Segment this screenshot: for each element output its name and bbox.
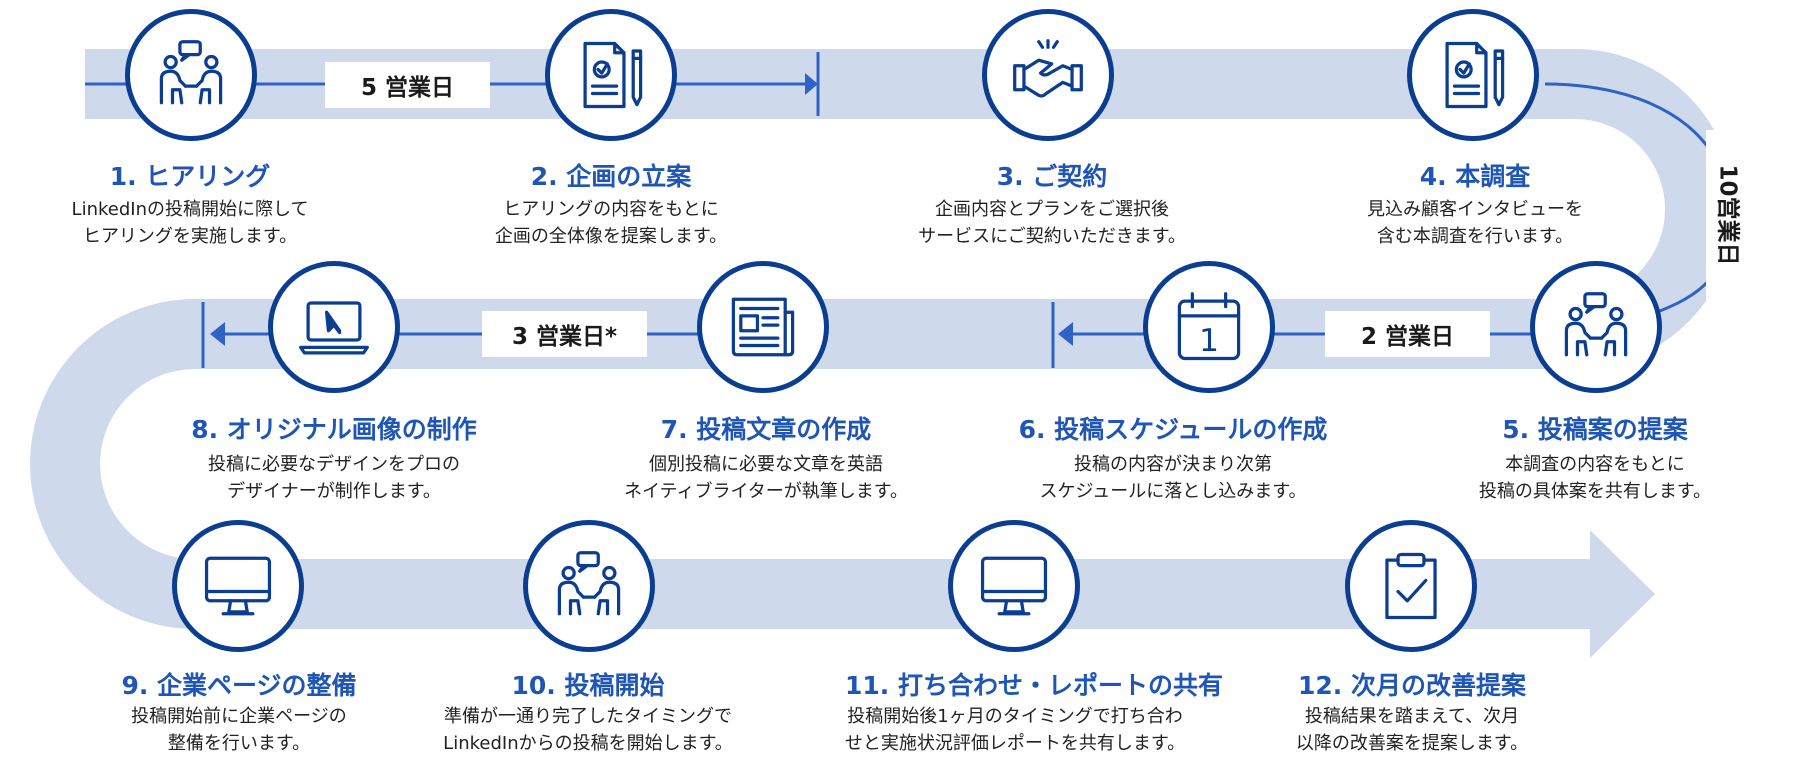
connector-arrowhead-row2b: [210, 322, 225, 346]
handshake-icon: [1013, 39, 1083, 98]
step-4-desc-line1: 見込み顧客インタビューを: [1367, 199, 1583, 220]
step-10-desc: 準備が一通り完了したタイミングで LinkedInからの投稿を開始します。: [398, 703, 778, 757]
step-12-circle: [1345, 520, 1477, 652]
calendar-digit: 1: [1199, 323, 1219, 359]
step-1-desc-line2: ヒアリングを実施します。: [82, 226, 298, 247]
step-5-desc-line1: 本調査の内容をもとに: [1505, 454, 1685, 475]
calendar-icon: 1: [1177, 292, 1241, 361]
step-9-desc: 投稿開始前に企業ページの 整備を行います。: [49, 703, 429, 757]
step-11-desc-line2: せと実施状況評価レポートを共有します。: [844, 733, 1186, 754]
step-4-circle: [1407, 9, 1539, 141]
step-11-desc-line1: 投稿開始後1ヶ月のタイミングで打ち合わ: [847, 706, 1183, 727]
duration-label-1: 5 営業日: [325, 62, 490, 108]
step-3-title: 3. ご契約: [996, 162, 1108, 191]
step-8-title: 8. オリジナル画像の制作: [191, 415, 477, 444]
step-3-circle: [982, 9, 1114, 141]
monitor-icon: [204, 556, 272, 616]
connector-arrowhead-row1: [805, 73, 818, 95]
duration-label-2: 10営業日: [1706, 130, 1754, 300]
newspaper-icon: [731, 297, 795, 357]
step-12-desc: 投稿結果を踏まえて、次月 以降の改善案を提案します。: [1222, 703, 1602, 757]
step-7-title: 7. 投稿文章の作成: [660, 415, 872, 444]
connector-arrowhead-row2a: [1058, 322, 1073, 346]
step-1-circle: [125, 9, 257, 141]
step-4-desc: 見込み顧客インタビューを 含む本調査を行います。: [1285, 196, 1665, 250]
document-pen-icon: [583, 41, 643, 109]
step-6-desc: 投稿の内容が決まり次第 スケジュールに落とし込みます。: [983, 451, 1363, 505]
step-4-title: 4. 本調査: [1419, 162, 1531, 191]
step-9-circle: [172, 520, 304, 652]
step-12-desc-line1: 投稿結果を踏まえて、次月: [1304, 706, 1520, 727]
step-9-desc-line1: 投稿開始前に企業ページの: [131, 706, 347, 727]
step-4-desc-line2: 含む本調査を行います。: [1376, 226, 1574, 247]
step-7-desc-line1: 個別投稿に必要な文章を英語: [649, 454, 883, 475]
step-11-circle: [948, 520, 1080, 652]
meeting-icon: [1564, 292, 1628, 357]
clipboard-check-icon: [1385, 552, 1437, 620]
step-8-desc: 投稿に必要なデザインをプロの デザイナーが制作します。: [144, 451, 524, 505]
step-5-title: 5. 投稿案の提案: [1502, 415, 1688, 444]
laptop-icon: [299, 301, 369, 355]
step-7-desc: 個別投稿に必要な文章を英語 ネイティブライターが執筆します。: [576, 451, 956, 505]
step-3-desc-line1: 企画内容とプランをご選択後: [935, 199, 1169, 220]
duration-label-2-text: 10営業日: [1714, 164, 1741, 266]
step-3-desc-line2: サービスにご契約いただきます。: [918, 226, 1186, 247]
step-5-desc-line2: 投稿の具体案を共有します。: [1478, 481, 1712, 502]
step-11-title: 11. 打ち合わせ・レポートの共有: [845, 671, 1223, 700]
step-10-circle: [523, 520, 655, 652]
step-1-title: 1. ヒアリング: [109, 162, 271, 191]
step-8-circle: [268, 261, 400, 393]
step-6-desc-line2: スケジュールに落とし込みます。: [1039, 481, 1307, 502]
step-12-title: 12. 次月の改善提案: [1298, 671, 1526, 700]
meeting-icon: [159, 40, 223, 105]
step-7-desc-line2: ネイティブライターが執筆します。: [623, 481, 909, 502]
step-10-desc-line2: LinkedInからの投稿を開始します。: [443, 733, 733, 754]
document-pen-icon: [1445, 41, 1505, 109]
step-7-circle: [697, 261, 829, 393]
step-6-title: 6. 投稿スケジュールの作成: [1018, 415, 1328, 444]
step-2-desc: ヒアリングの内容をもとに 企画の全体像を提案します。: [421, 196, 801, 250]
duration-label-4: 3 営業日*: [482, 311, 647, 357]
step-9-desc-line2: 整備を行います。: [167, 733, 311, 754]
step-1-desc: LinkedInの投稿開始に際して ヒアリングを実施します。: [0, 196, 380, 250]
step-10-desc-line1: 準備が一通り完了したタイミングで: [444, 706, 732, 727]
step-8-desc-line2: デザイナーが制作します。: [227, 481, 441, 502]
flow-band-path: [30, 48, 1735, 629]
step-2-title: 2. 企画の立案: [530, 162, 692, 191]
step-2-desc-line1: ヒアリングの内容をもとに: [503, 199, 719, 220]
step-9-title: 9. 企業ページの整備: [121, 671, 357, 700]
step-1-desc-line1: LinkedInの投稿開始に際して: [71, 199, 309, 220]
step-2-desc-line2: 企画の全体像を提案します。: [494, 226, 728, 247]
step-8-desc-line1: 投稿に必要なデザインをプロの: [208, 454, 460, 475]
step-5-circle: [1530, 261, 1662, 393]
step-5-desc: 本調査の内容をもとに 投稿の具体案を共有します。: [1405, 451, 1785, 505]
flow-band-arrowhead: [1590, 530, 1655, 658]
monitor-icon: [980, 556, 1048, 616]
step-10-title: 10. 投稿開始: [511, 671, 665, 700]
step-12-desc-line2: 以降の改善案を提案します。: [1295, 733, 1529, 754]
step-6-desc-line1: 投稿の内容が決まり次第: [1074, 454, 1272, 475]
step-2-circle: [545, 9, 677, 141]
step-6-circle: 1: [1143, 261, 1275, 393]
meeting-icon: [557, 551, 621, 616]
duration-label-3: 2 営業日: [1325, 311, 1490, 357]
step-3-desc: 企画内容とプランをご選択後 サービスにご契約いただきます。: [862, 196, 1242, 250]
step-11-desc: 投稿開始後1ヶ月のタイミングで打ち合わ せと実施状況評価レポートを共有します。: [815, 703, 1215, 757]
